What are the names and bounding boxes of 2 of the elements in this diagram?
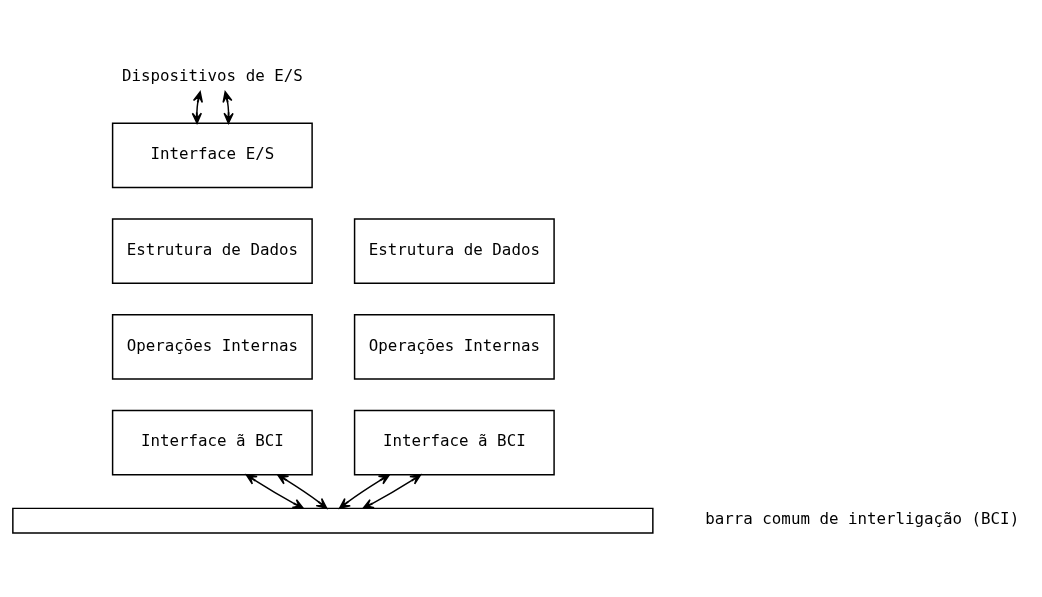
node-text: Dispositivos de E/S [122, 65, 303, 85]
node-label: barra comum de interligação (BCI) [705, 508, 1020, 528]
